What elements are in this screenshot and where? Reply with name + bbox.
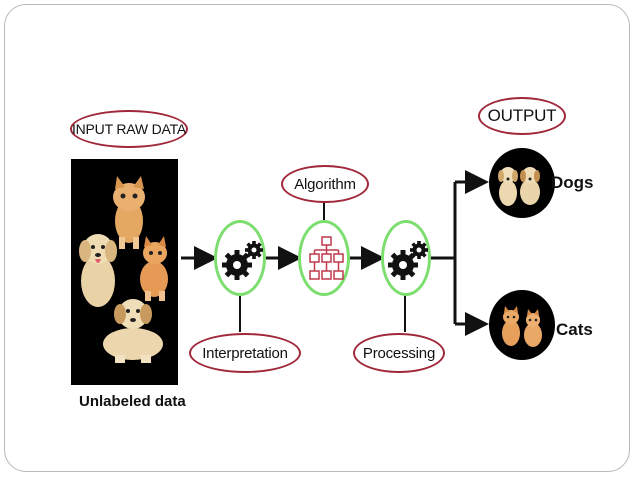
cats-illustration bbox=[502, 306, 542, 347]
gears-icon bbox=[222, 241, 263, 280]
dog-bottom bbox=[103, 299, 163, 363]
hierarchy-icon bbox=[309, 236, 344, 280]
processing-step bbox=[381, 220, 431, 296]
input-raw-data-label: INPUT RAW DATA bbox=[70, 110, 188, 148]
dogs-illustration bbox=[498, 167, 540, 206]
algorithm-step bbox=[298, 220, 350, 296]
cats-label: Cats bbox=[556, 320, 593, 339]
interpretation-label: Interpretation bbox=[189, 333, 301, 373]
cats-output-image bbox=[489, 290, 555, 360]
dogs-output-image bbox=[489, 148, 555, 218]
puppy-left bbox=[79, 234, 117, 307]
unlabeled-data-caption: Unlabeled data bbox=[79, 393, 186, 410]
pets-illustration bbox=[79, 176, 168, 363]
kitten-top bbox=[113, 176, 145, 249]
unlabeled-pets-image bbox=[71, 159, 178, 385]
kitten-right bbox=[140, 236, 168, 301]
dogs-label: Dogs bbox=[551, 173, 594, 192]
gears-icon bbox=[388, 241, 428, 280]
interpretation-step bbox=[214, 220, 266, 296]
algorithm-label: Algorithm bbox=[281, 165, 369, 203]
output-label: OUTPUT bbox=[478, 97, 566, 135]
processing-label: Processing bbox=[353, 333, 445, 373]
